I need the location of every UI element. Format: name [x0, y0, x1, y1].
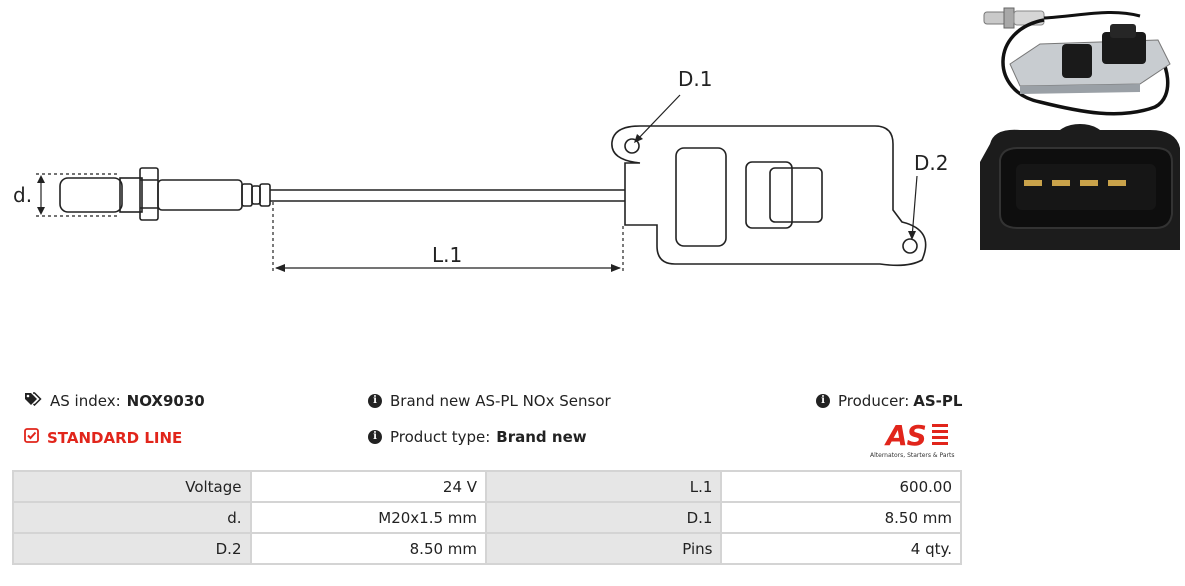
thread	[119, 177, 143, 213]
spec-label: D.2	[12, 532, 252, 565]
connector-left	[675, 147, 727, 247]
as-index-label: AS index:	[50, 392, 121, 410]
probe-tip	[59, 177, 123, 213]
connector-photo	[980, 122, 1185, 250]
spec-label: D.1	[485, 501, 723, 534]
svg-text:Alternators, Starters & Parts: Alternators, Starters & Parts	[870, 452, 955, 459]
description-text: Brand new AS-PL NOx Sensor	[390, 392, 611, 410]
product-type-label: Product type:	[390, 428, 491, 446]
svg-text:AS: AS	[884, 419, 926, 452]
spec-label: d.	[12, 501, 252, 534]
as-index: AS index: NOX9030	[24, 392, 205, 410]
technical-drawing: d. L.1 D.1 D.2	[13, 67, 948, 272]
specs-table: Voltage 24 V L.1 600.00 d. M20x1.5 mm D.…	[12, 470, 962, 565]
table-row: d. M20x1.5 mm D.1 8.50 mm	[12, 501, 962, 534]
spec-label: Pins	[485, 532, 723, 565]
spec-value: 4 qty.	[720, 532, 962, 565]
mount-hole-d1	[624, 138, 640, 154]
product-type: i Product type: Brand new	[368, 428, 587, 446]
producer-label: Producer:	[838, 392, 910, 410]
table-row: Voltage 24 V L.1 600.00	[12, 470, 962, 503]
tags-icon	[24, 392, 42, 410]
label-d1: D.1	[678, 67, 712, 91]
label-d2: D.2	[914, 151, 948, 175]
connector-right-inner	[769, 167, 823, 223]
spec-value: M20x1.5 mm	[249, 501, 488, 534]
connector-right-outer	[745, 161, 793, 229]
as-index-value: NOX9030	[126, 392, 205, 410]
control-unit	[611, 125, 927, 267]
info-icon: i	[368, 430, 382, 444]
product-line: STANDARD LINE	[24, 428, 182, 447]
spec-label: Voltage	[12, 470, 252, 503]
description: i Brand new AS-PL NOx Sensor	[368, 392, 611, 410]
table-row: D.2 8.50 mm Pins 4 qty.	[12, 532, 962, 565]
spec-value: 24 V	[249, 470, 488, 503]
spec-value: 600.00	[720, 470, 962, 503]
producer: i Producer: AS-PL	[816, 392, 962, 410]
product-photo	[980, 2, 1180, 124]
spec-value: 8.50 mm	[720, 501, 962, 534]
product-line-text: STANDARD LINE	[47, 428, 183, 447]
mount-hole-d2	[902, 238, 918, 254]
label-d: d.	[13, 183, 32, 207]
producer-value: AS-PL	[913, 392, 963, 410]
info-icon: i	[368, 394, 382, 408]
as-pl-logo: AS Alternators, Starters & Parts	[870, 419, 955, 459]
spec-label: L.1	[485, 470, 723, 503]
check-square-icon	[24, 428, 39, 447]
spec-value: 8.50 mm	[249, 532, 488, 565]
product-type-value: Brand new	[496, 428, 587, 446]
info-icon: i	[816, 394, 830, 408]
label-l1: L.1	[432, 243, 462, 267]
